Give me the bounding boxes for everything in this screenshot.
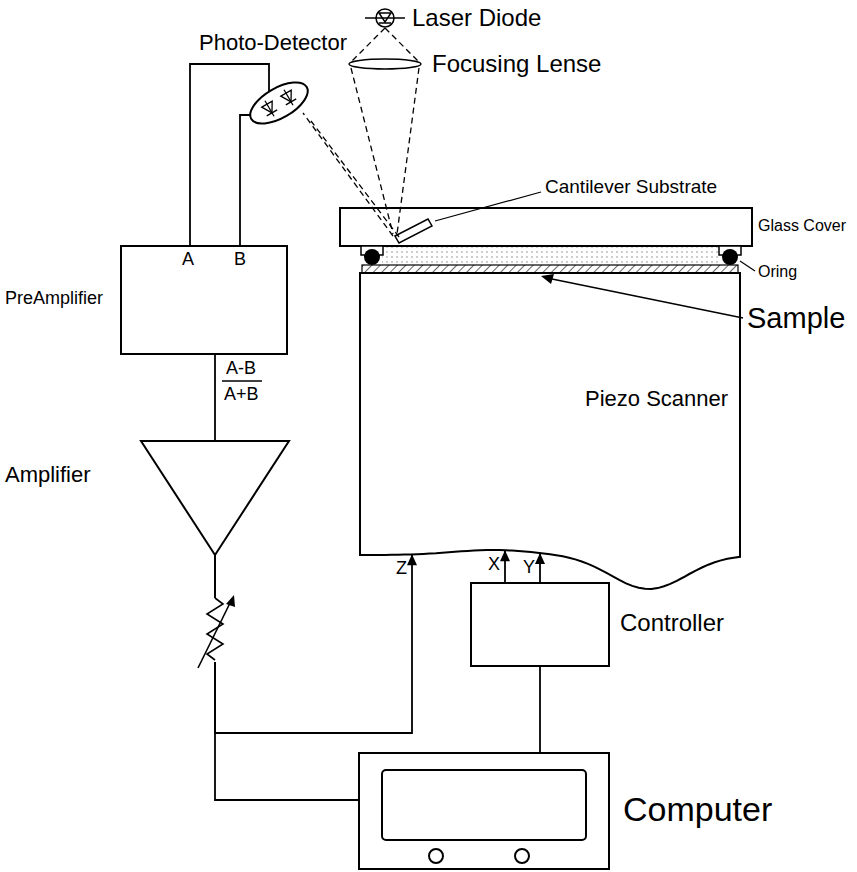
photo-detector-outline	[245, 80, 313, 126]
controller-box: Controller	[470, 582, 610, 667]
photodiode-lead	[284, 90, 293, 106]
axis-label: X	[488, 554, 500, 575]
photodiode-symbol	[262, 101, 277, 116]
node-label: Piezo Scanner	[585, 386, 728, 411]
arrowhead	[407, 554, 417, 565]
resistor-zigzag	[207, 598, 223, 660]
wire-connector	[240, 115, 250, 245]
diode-bar	[379, 22, 391, 24]
diode-circle	[376, 9, 394, 27]
photodiode-symbol	[281, 90, 296, 105]
wire	[215, 554, 412, 733]
photo-detector: Photo-Detector	[245, 80, 313, 126]
amplifier-triangle	[141, 441, 289, 555]
wire	[214, 355, 216, 440]
part-label: Laser Diode	[412, 4, 541, 32]
wire-connector	[500, 550, 510, 582]
focusing-lens	[349, 59, 421, 69]
node-label: B	[234, 249, 246, 270]
resistor-arrow	[198, 601, 231, 668]
node-label: PreAmplifier	[5, 288, 103, 309]
preamplifier-box: PreAmplifierAB	[120, 245, 288, 355]
wire-connector	[540, 667, 541, 752]
piezo-scanner-outline	[360, 273, 740, 603]
amplifier-symbol-outline	[140, 440, 290, 558]
part-label: Cantilever Substrate	[545, 176, 717, 198]
part-label: Focusing Lense	[432, 50, 601, 78]
node-label: Controller	[620, 609, 724, 637]
fraction-bar	[222, 380, 262, 382]
sample-layer	[362, 265, 738, 273]
laser-diode-symbol	[365, 9, 405, 27]
liquid-cell	[382, 247, 720, 265]
wire-connector	[215, 355, 216, 440]
node-label: A	[182, 249, 194, 270]
glass-cover	[340, 208, 752, 246]
wire	[215, 555, 358, 800]
signal-label: A+B	[224, 384, 259, 405]
leader-line	[435, 192, 541, 221]
diode-lead	[365, 17, 405, 19]
reflected-beam	[311, 121, 399, 237]
resistor-gap	[205, 598, 225, 662]
wire	[240, 115, 250, 245]
cantilever	[395, 219, 432, 243]
amplifier-symbol: Amplifier	[140, 440, 290, 558]
leader-arrowhead	[541, 274, 554, 284]
wire-connector	[190, 64, 269, 245]
laser-beam	[397, 68, 419, 234]
computer-monitor: Computer	[358, 752, 610, 870]
laser-beam	[351, 68, 393, 234]
node-label: Photo-Detector	[199, 30, 347, 55]
detector-body	[244, 74, 314, 132]
part-label: Sample	[747, 302, 845, 335]
node-label: Amplifier	[5, 462, 91, 487]
leader-line	[552, 279, 743, 318]
arrowhead	[535, 553, 545, 564]
piezo-scanner: Piezo Scanner	[360, 273, 740, 603]
leader-line	[740, 261, 755, 271]
oring	[364, 249, 380, 265]
signal-label: A-B	[226, 358, 256, 379]
axis-label: Y	[523, 557, 535, 578]
computer-monitor-outline	[358, 752, 610, 870]
wire-connector	[215, 554, 417, 733]
axis-label: Z	[396, 558, 407, 579]
diode-triangle	[379, 13, 391, 22]
laser-beam	[385, 28, 419, 62]
reflected-beam	[303, 113, 393, 236]
photodiode-lead	[265, 101, 274, 117]
piezo-outline	[360, 273, 740, 589]
wire	[190, 64, 269, 245]
monitor-button	[429, 849, 443, 863]
wire	[539, 667, 541, 752]
node-label: Computer	[623, 790, 772, 829]
part-label: Oring	[758, 263, 797, 281]
wire-connector	[535, 553, 545, 582]
laser-beam	[351, 28, 385, 62]
detector-ellipse	[244, 74, 314, 132]
arrowhead	[500, 550, 510, 561]
wire-connector	[215, 555, 358, 800]
oring	[722, 249, 738, 265]
resistor-arrowhead	[226, 595, 235, 607]
monitor-button	[515, 849, 529, 863]
variable-resistor-symbol	[198, 595, 235, 668]
monitor-screen	[382, 770, 586, 840]
part-label: Glass Cover	[758, 217, 846, 235]
